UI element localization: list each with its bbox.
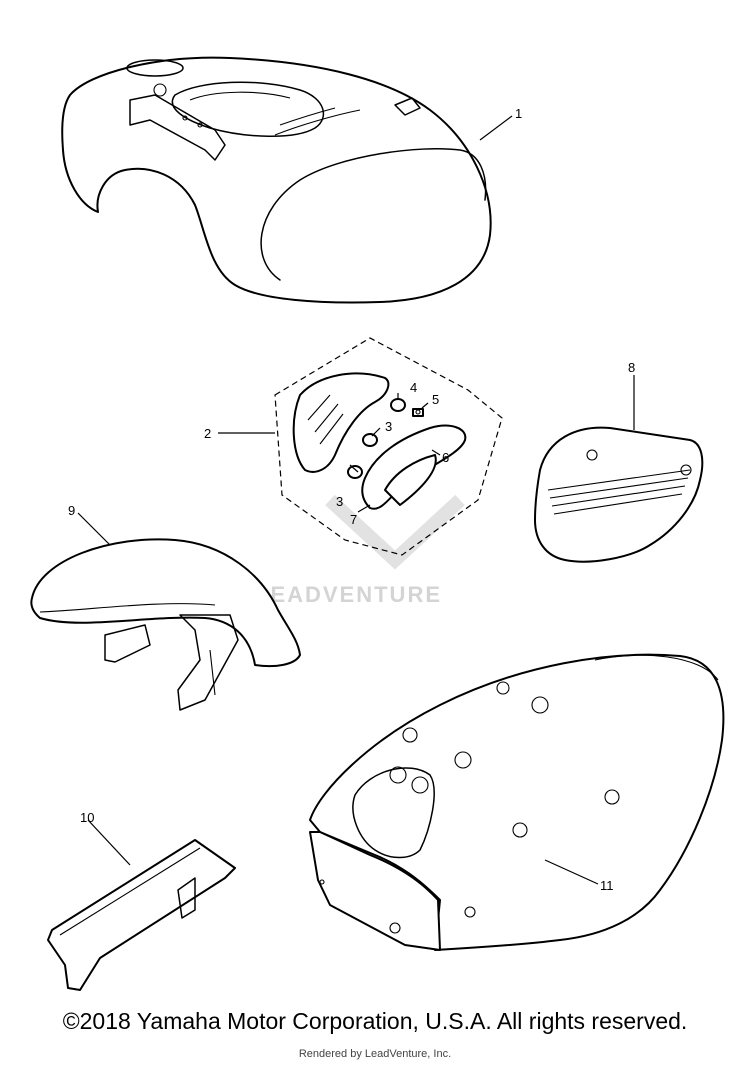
part-5-screw[interactable]: [412, 408, 424, 417]
callout-7: 7: [350, 512, 357, 527]
callout-8: 8: [628, 360, 635, 375]
part-7-pad[interactable]: [384, 454, 437, 506]
watermark: LEADVENTURE: [255, 494, 465, 607]
callout-2: 2: [204, 426, 211, 441]
part-3-collar-lower[interactable]: [347, 465, 363, 479]
callout-6: 6: [442, 450, 449, 465]
callout-3-lower: 3: [336, 494, 343, 509]
part-8-side-cover[interactable]: [534, 426, 704, 563]
watermark-logo-icon: [325, 494, 465, 570]
callout-10: 10: [80, 810, 94, 825]
part-2-kit-box[interactable]: [274, 337, 503, 556]
part-11-rear-fender[interactable]: [309, 653, 725, 951]
callout-4: 4: [410, 380, 417, 395]
callout-labels: 1 2 3 3 4 5 6 7 8 9 10 11: [68, 106, 635, 893]
callout-5: 5: [432, 392, 439, 407]
part-4-grommet[interactable]: [390, 398, 406, 412]
leader-lines: [77, 115, 635, 885]
copyright-text: ©2018 Yamaha Motor Corporation, U.S.A. A…: [62, 1008, 688, 1034]
callout-11: 11: [600, 878, 614, 893]
part-1-tank-cover[interactable]: [61, 56, 492, 304]
callout-9: 9: [68, 503, 75, 518]
part-9-front-fender[interactable]: [30, 538, 301, 711]
callout-1: 1: [515, 106, 522, 121]
rendered-by-text: Rendered by LeadVenture, Inc.: [298, 1048, 452, 1060]
part-10-chain-guard[interactable]: [47, 839, 236, 991]
callout-3-upper: 3: [385, 419, 392, 434]
part-2-bracket[interactable]: [292, 372, 390, 473]
part-3-collar-upper[interactable]: [362, 433, 378, 447]
watermark-text: LEADVENTURE: [255, 582, 442, 607]
